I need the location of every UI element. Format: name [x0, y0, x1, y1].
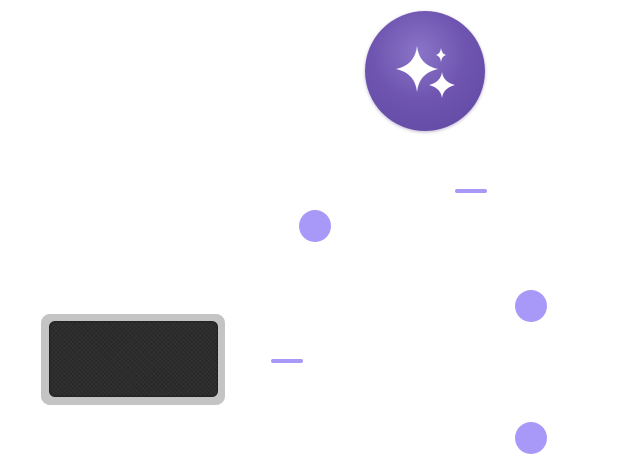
indicator-dot-right-lower [515, 422, 547, 454]
ai-assistant-button[interactable] [365, 11, 485, 131]
indicator-dot-left [299, 210, 331, 242]
indicator-dash-top [455, 189, 487, 193]
indicator-dash-middle [271, 359, 303, 363]
sparkles-icon [396, 46, 455, 98]
dark-panel [41, 314, 225, 405]
indicator-dot-right-upper [515, 290, 547, 322]
dark-panel-surface [49, 321, 218, 397]
